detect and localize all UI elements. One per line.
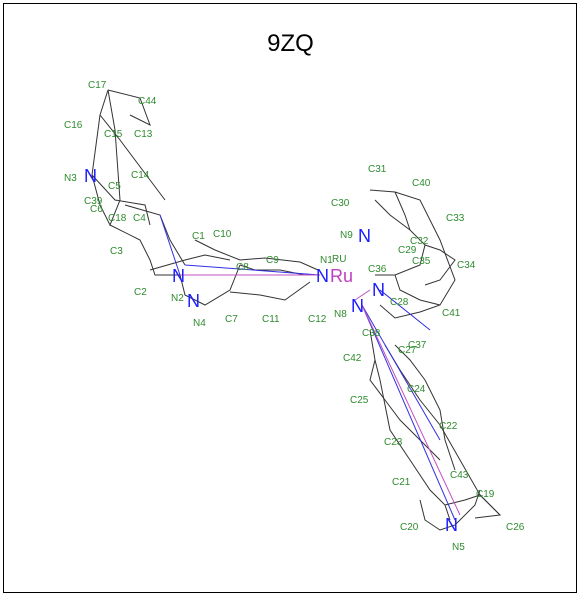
nitrogen-atom: N bbox=[187, 291, 200, 311]
atom-label: C7 bbox=[225, 314, 238, 325]
atom-label: C11 bbox=[262, 314, 280, 325]
atom-label: C25 bbox=[350, 395, 369, 406]
atom-label: C6 bbox=[90, 204, 103, 215]
atom-label: N2 bbox=[171, 293, 184, 304]
nitrogen-atom: N bbox=[358, 226, 371, 246]
atom-label: N1 bbox=[320, 255, 333, 266]
figure-frame bbox=[3, 3, 577, 593]
bond-lines bbox=[91, 89, 502, 531]
atom-label: C29 bbox=[398, 245, 417, 256]
atom-label: C23 bbox=[384, 437, 403, 448]
atom-label: N3 bbox=[64, 173, 77, 184]
atom-label: C27 bbox=[398, 345, 417, 356]
ruthenium-label: RU bbox=[332, 254, 346, 265]
atom-label: C12 bbox=[308, 314, 327, 325]
atom-label: C9 bbox=[266, 255, 279, 266]
atom-label: C5 bbox=[108, 181, 121, 192]
atom-label: N5 bbox=[452, 542, 465, 553]
atom-labels: C17 C44 C16 C15 C13 N3 C14 C5 C39 C6 C18… bbox=[64, 80, 525, 553]
nitrogen-atom: N bbox=[172, 266, 185, 286]
atom-label: C22 bbox=[439, 421, 458, 432]
atom-label: C19 bbox=[476, 489, 495, 500]
atom-label: C13 bbox=[134, 129, 153, 140]
atom-label: C1 bbox=[192, 231, 205, 242]
atom-label: C16 bbox=[64, 120, 83, 131]
atom-label: C34 bbox=[457, 260, 476, 271]
atom-label: C14 bbox=[131, 170, 150, 181]
atom-label: C15 bbox=[104, 129, 123, 140]
nitrogen-symbols: N N N N N N N N bbox=[84, 166, 458, 535]
nitrogen-atom: N bbox=[445, 515, 458, 535]
coordination-blue-lines bbox=[159, 214, 456, 521]
atom-label: C20 bbox=[400, 522, 419, 533]
atom-label: C4 bbox=[133, 213, 146, 224]
atom-label: C36 bbox=[368, 264, 387, 275]
atom-label: C38 bbox=[362, 328, 381, 339]
atom-label: C2 bbox=[134, 287, 147, 298]
nitrogen-atom: N bbox=[372, 280, 385, 300]
nitrogen-atom: N bbox=[84, 166, 97, 186]
atom-label: C35 bbox=[412, 256, 431, 267]
atom-label: C41 bbox=[442, 308, 461, 319]
atom-label: C37 bbox=[408, 340, 427, 351]
atom-label: C39 bbox=[84, 196, 103, 207]
atom-label: C10 bbox=[213, 229, 232, 240]
atom-label: C40 bbox=[412, 178, 431, 189]
atom-label: C26 bbox=[506, 522, 525, 533]
atom-label: C28 bbox=[390, 297, 409, 308]
atom-label: C17 bbox=[88, 80, 107, 91]
atom-label: C43 bbox=[450, 470, 469, 481]
nitrogen-atom: N bbox=[316, 266, 329, 286]
coordination-magenta-lines bbox=[180, 274, 461, 516]
atom-label: C31 bbox=[368, 164, 387, 175]
nitrogen-atom: N bbox=[351, 296, 364, 316]
figure-title: 9ZQ bbox=[267, 30, 314, 57]
atom-label: C44 bbox=[138, 96, 157, 107]
atom-label: C8 bbox=[236, 262, 249, 273]
atom-label: N8 bbox=[334, 309, 347, 320]
atom-label: N9 bbox=[340, 230, 353, 241]
atom-label: C33 bbox=[446, 213, 465, 224]
atom-label: N4 bbox=[193, 318, 206, 329]
atom-label: C24 bbox=[407, 384, 426, 395]
atom-label: C42 bbox=[343, 353, 362, 364]
atom-label: C3 bbox=[110, 246, 123, 257]
atom-label: C30 bbox=[331, 198, 350, 209]
atom-label: C32 bbox=[410, 236, 429, 247]
atom-label: C18 bbox=[108, 213, 127, 224]
ruthenium-atom: Ru bbox=[330, 266, 353, 286]
atom-label: C21 bbox=[392, 477, 411, 488]
